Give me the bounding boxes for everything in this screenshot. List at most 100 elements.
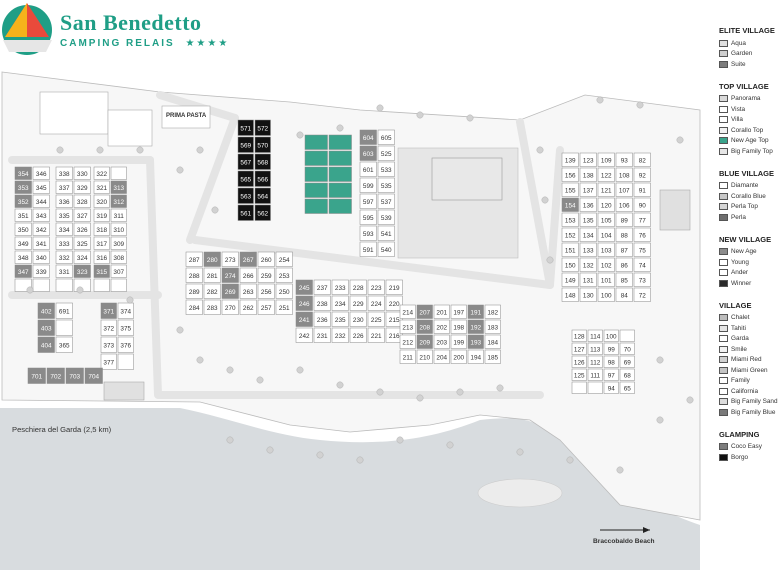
legend-swatch <box>719 387 728 395</box>
pitch-number: 108 <box>619 172 630 179</box>
pitch-number: 98 <box>608 359 616 366</box>
pitch-number: 595 <box>363 215 374 222</box>
pitch-number: 233 <box>335 285 346 292</box>
pitch <box>295 295 313 311</box>
pitch-number: 346 <box>36 171 47 178</box>
pitch <box>587 355 603 368</box>
tree-icon <box>226 436 234 444</box>
pitch <box>416 334 433 349</box>
pitch <box>561 152 579 167</box>
legend-label: Panorama <box>731 95 761 103</box>
pitch-number: 535 <box>381 183 392 190</box>
pitch <box>185 251 203 267</box>
service-building-west <box>103 381 145 401</box>
pitch <box>304 182 328 198</box>
pitch-number: 319 <box>96 213 107 220</box>
pitch-number: 274 <box>225 273 236 280</box>
pitch <box>615 257 633 272</box>
legend-label: Vista <box>731 105 746 113</box>
pitch <box>367 327 385 343</box>
pitch-number: 97 <box>608 372 616 379</box>
label-prima-pasta: PRIMA PASTA <box>166 113 207 119</box>
pitch-number: 250 <box>279 289 290 296</box>
pitch-number: 282 <box>207 289 218 296</box>
pitch-number: 403 <box>41 325 52 332</box>
pitch <box>450 334 467 349</box>
legend-item: California <box>719 386 781 397</box>
pitch-number: 593 <box>363 231 374 238</box>
pitch <box>239 267 257 283</box>
pitch-number: 231 <box>317 333 328 340</box>
legend-item: Aqua <box>719 38 781 49</box>
tree-icon <box>566 456 574 464</box>
pitch-number: 311 <box>114 213 125 220</box>
legend-swatch <box>719 279 728 287</box>
pitch-number: 192 <box>470 324 481 331</box>
pitch-number: 113 <box>590 346 601 353</box>
pitch-number: 564 <box>257 193 268 200</box>
pool-area-1 <box>39 91 109 135</box>
pitch <box>597 242 615 257</box>
legend-swatch <box>719 258 728 266</box>
pitch-number: 234 <box>335 301 346 308</box>
pitch-number: 84 <box>621 292 629 299</box>
pitch <box>597 287 615 302</box>
pitch-number: 238 <box>317 301 328 308</box>
pitch <box>237 119 254 136</box>
pitch <box>32 250 50 264</box>
pitch-number: 561 <box>240 210 251 217</box>
pitch-number: 591 <box>363 247 374 254</box>
pitch-number: 77 <box>639 217 647 224</box>
pitch <box>619 342 635 355</box>
pitch <box>561 257 579 272</box>
pitch <box>73 222 91 236</box>
legend-item: Ander <box>719 268 781 279</box>
pitch <box>14 222 32 236</box>
legend-item: Miami Green <box>719 365 781 376</box>
pitch <box>467 319 484 334</box>
pitch <box>359 161 377 177</box>
pitch <box>304 134 328 150</box>
legend-title: VILLAGE <box>719 300 752 310</box>
pitch-number: 605 <box>381 135 392 142</box>
pitch <box>359 145 377 161</box>
pitch-number: 566 <box>257 176 268 183</box>
pitch <box>633 227 651 242</box>
pitch <box>619 355 635 368</box>
pitch <box>237 153 254 170</box>
pitch <box>416 319 433 334</box>
pitch <box>295 311 313 327</box>
pitch-number: 287 <box>189 257 200 264</box>
pitch-number: 353 <box>18 185 29 192</box>
legend-item: Garda <box>719 334 781 345</box>
legend-swatch <box>719 126 728 134</box>
pitch <box>467 349 484 364</box>
tree-icon <box>676 136 684 144</box>
pitch <box>349 295 367 311</box>
pitch <box>257 251 275 267</box>
pitch-number: 262 <box>243 305 254 312</box>
pitch-number: 329 <box>77 185 88 192</box>
legend-swatch <box>719 105 728 113</box>
pitch <box>615 227 633 242</box>
pitch <box>385 279 403 295</box>
legend-item: Miami Red <box>719 355 781 366</box>
pitch <box>633 257 651 272</box>
legend-item: Perla Top <box>719 202 781 213</box>
legend-swatch <box>719 314 728 322</box>
legend-item: Villa <box>719 115 781 126</box>
pitch-number: 525 <box>381 151 392 158</box>
pitch <box>571 342 587 355</box>
pitch <box>304 166 328 182</box>
tree-icon <box>416 111 424 119</box>
pitch <box>579 272 597 287</box>
pitch-number: 88 <box>621 232 629 239</box>
legend-item: Smile <box>719 344 781 355</box>
pitch-number: 562 <box>257 210 268 217</box>
pitch-number: 69 <box>624 359 632 366</box>
legend-label: Garda <box>731 335 749 343</box>
pitch <box>615 167 633 182</box>
pitch-number: 320 <box>96 199 107 206</box>
